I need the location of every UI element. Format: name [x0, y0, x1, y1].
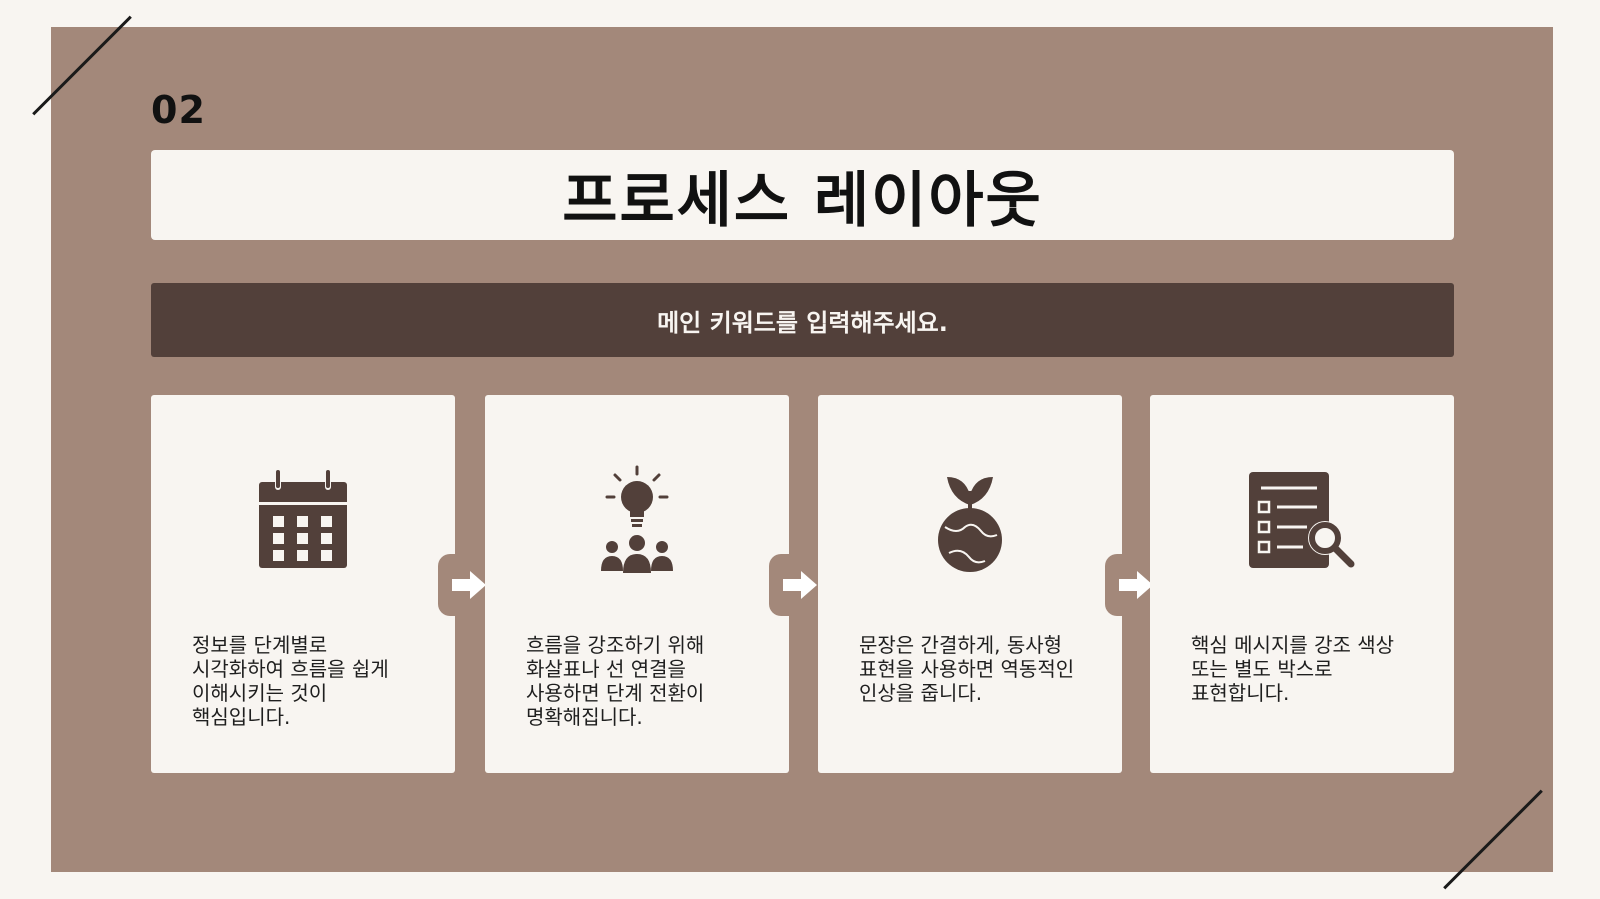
calendar-icon: [248, 465, 358, 575]
step-text-4: 핵심 메시지를 강조 색상 또는 별도 박스로 표현합니다.: [1191, 633, 1395, 705]
step-card-4: 핵심 메시지를 강조 색상 또는 별도 박스로 표현합니다.: [1150, 395, 1454, 773]
lightbulb-team-icon: [582, 465, 692, 575]
keyword-text: 메인 키워드를 입력해주세요.: [657, 308, 948, 337]
checklist-search-icon: [1247, 465, 1357, 575]
step-text-1: 정보를 단계별로 시각화하여 흐름을 쉽게 이해시키는 것이 핵심입니다.: [192, 633, 389, 729]
step-text-2: 흐름을 강조하기 위해 화살표나 선 연결을 사용하면 단계 전환이 명확해집니…: [526, 633, 705, 729]
page-number: 02: [151, 88, 206, 132]
step-card-2: 흐름을 강조하기 위해 화살표나 선 연결을 사용하면 단계 전환이 명확해집니…: [485, 395, 789, 773]
step-card-1: 정보를 단계별로 시각화하여 흐름을 쉽게 이해시키는 것이 핵심입니다.: [151, 395, 455, 773]
sprout-globe-icon: [915, 465, 1025, 575]
title-box: 프로세스 레이아웃: [151, 150, 1454, 240]
step-text-3: 문장은 간결하게, 동사형 표현을 사용하면 역동적인 인상을 줍니다.: [859, 633, 1075, 705]
step-card-3: 문장은 간결하게, 동사형 표현을 사용하면 역동적인 인상을 줍니다.: [818, 395, 1122, 773]
keyword-bar: 메인 키워드를 입력해주세요.: [151, 283, 1454, 357]
page-title: 프로세스 레이아웃: [562, 165, 1043, 236]
